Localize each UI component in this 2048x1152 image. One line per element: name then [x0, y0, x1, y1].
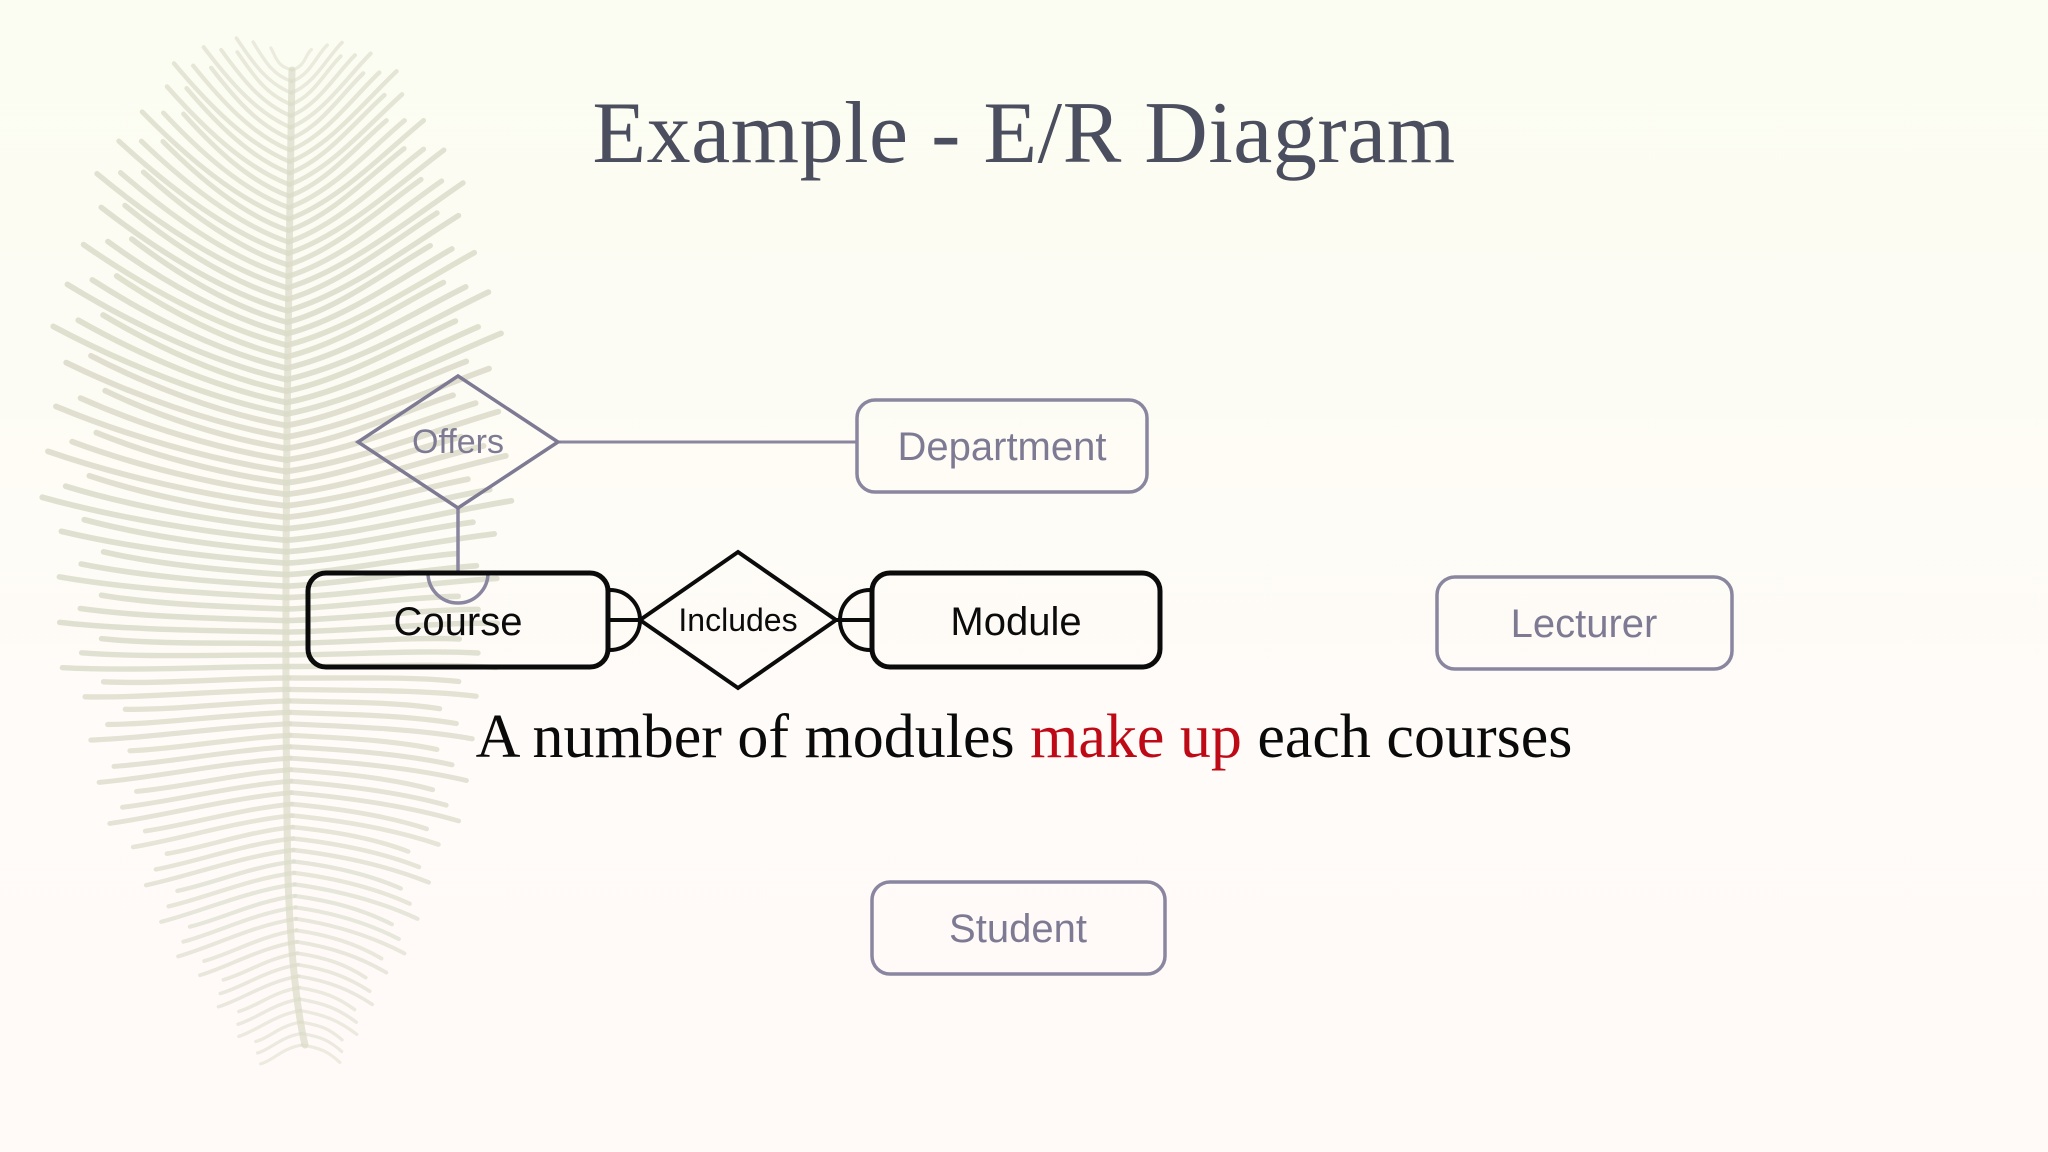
entity-module-label: Module — [950, 600, 1081, 644]
relationship-includes-label: Includes — [678, 602, 797, 638]
entity-department[interactable] — [855, 398, 1149, 494]
entity-lecturer[interactable] — [1435, 575, 1734, 671]
caption-highlight: make up — [1030, 703, 1242, 771]
caption-before: A number of modules — [475, 703, 1031, 771]
entity-module[interactable] — [869, 570, 1163, 670]
entity-course[interactable] — [305, 570, 611, 670]
caption-after: each courses — [1241, 703, 1573, 771]
marker-includes-module-zero-or-one — [838, 588, 871, 652]
page-title: Example - E/R Diagram — [592, 85, 1456, 182]
entity-lecturer-label: Lecturer — [1511, 602, 1658, 646]
entity-student[interactable] — [870, 880, 1167, 976]
relationship-offers[interactable] — [354, 373, 562, 511]
entity-department-label: Department — [898, 425, 1107, 469]
entity-student-label: Student — [949, 907, 1087, 951]
marker-offers-course-zero-or-one — [426, 572, 490, 605]
relationship-includes[interactable] — [636, 549, 840, 691]
caption-text: A number of modules make up each courses — [0, 704, 2048, 771]
relationship-offers-label: Offers — [412, 423, 504, 461]
entity-course-label: Course — [394, 600, 523, 644]
